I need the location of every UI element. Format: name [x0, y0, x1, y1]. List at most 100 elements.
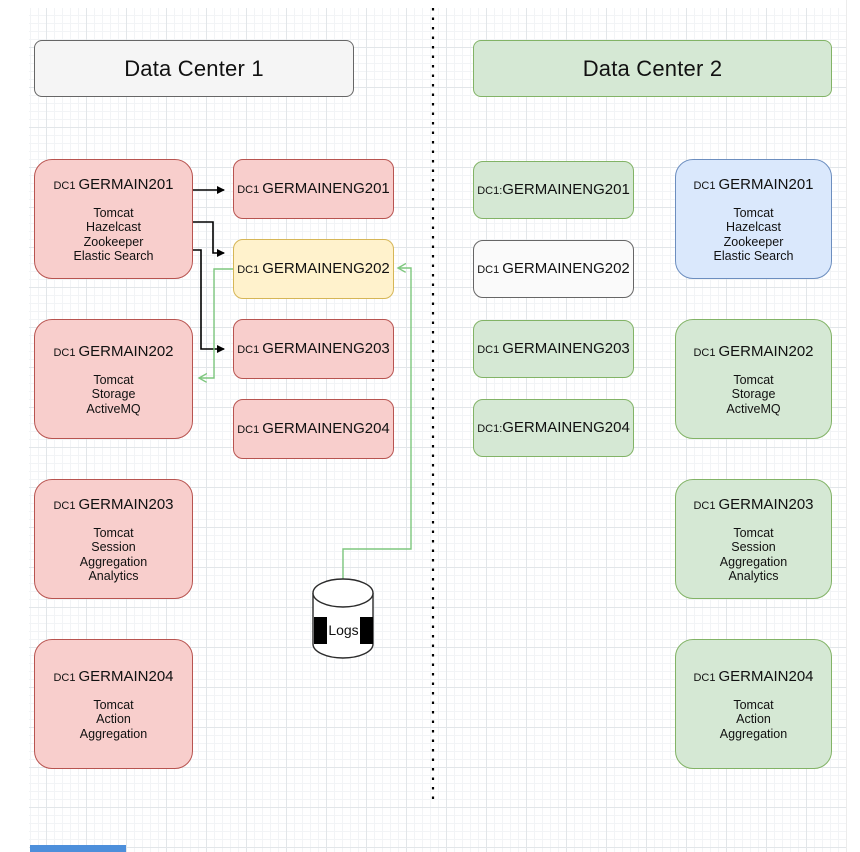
service-label: Aggregation [719, 554, 788, 569]
logs-label[interactable]: Logs [311, 616, 376, 644]
node-title: DC1:GERMAINENG204 [477, 418, 630, 439]
service-label: Tomcat [93, 372, 134, 387]
node-name: GERMAIN202 [718, 342, 814, 360]
service-label: Hazelcast [726, 220, 781, 234]
node-name: GERMAIN201 [718, 175, 814, 193]
page-margin-left [0, 0, 29, 852]
service-list: Tomcat Storage ActiveMQ [86, 373, 140, 417]
service-label: Tomcat [93, 525, 134, 540]
node-prefix: DC1 [237, 343, 260, 356]
service-label: Aggregation [719, 726, 788, 741]
service-label: Aggregation [79, 554, 148, 569]
service-label: Tomcat [733, 205, 774, 220]
connector-eng202-germain202[interactable] [200, 268, 233, 378]
service-label: Tomcat [733, 697, 774, 712]
header-data-center-2-label: Data Center 2 [582, 55, 723, 81]
service-label: Elastic Search [713, 249, 794, 263]
node-name: GERMAINENG204 [502, 418, 630, 436]
header-data-center-1[interactable]: Data Center 1 [34, 40, 354, 97]
node-name: GERMAINENG201 [502, 180, 630, 198]
service-label: ActiveMQ [86, 401, 141, 416]
node-prefix: DC1 [693, 179, 716, 192]
service-list: Tomcat Hazelcast Zookeeper Elastic Searc… [74, 206, 154, 264]
service-label: Elastic Search [73, 249, 154, 263]
service-label: Tomcat [93, 697, 134, 712]
service-label: Action [96, 712, 131, 727]
service-label: Tomcat [733, 372, 774, 387]
node-name: GERMAIN203 [718, 495, 814, 513]
service-label: Session [91, 540, 136, 554]
service-label: Storage [91, 387, 136, 402]
node-prefix: DC1 [53, 179, 76, 192]
service-label: Session [731, 540, 776, 554]
node-prefix: DC1: [477, 184, 503, 197]
node-name: GERMAINENG201 [262, 179, 390, 197]
logs-label-text: Logs [327, 616, 360, 644]
service-list: Tomcat Session Aggregation Analytics [720, 526, 787, 584]
service-label: Analytics [88, 569, 139, 583]
page-margin-right [846, 0, 860, 852]
service-label: Action [736, 712, 771, 727]
node-prefix: DC1 [237, 423, 260, 436]
service-list: Tomcat Action Aggregation [720, 698, 787, 742]
node-prefix: DC1 [477, 343, 500, 356]
node-prefix: DC1 [237, 263, 260, 276]
node-name: GERMAINENG202 [262, 259, 390, 277]
node-name: GERMAINENG203 [502, 339, 630, 357]
service-label: Aggregation [79, 726, 148, 741]
node-dc2-germaineng204[interactable]: DC1:GERMAINENG204 [473, 399, 634, 457]
node-prefix: DC1: [477, 422, 503, 435]
node-name: GERMAINENG204 [262, 419, 390, 437]
node-prefix: DC1 [693, 671, 716, 684]
service-label: ActiveMQ [726, 401, 781, 416]
node-dc2-germaineng201[interactable]: DC1:GERMAINENG201 [473, 161, 634, 219]
node-name: GERMAIN203 [78, 495, 174, 513]
page-margin-top [0, 0, 860, 8]
service-list: Tomcat Hazelcast Zookeeper Elastic Searc… [714, 206, 794, 264]
service-label: Tomcat [93, 205, 134, 220]
node-name: GERMAIN202 [78, 342, 174, 360]
node-prefix: DC1 [693, 499, 716, 512]
service-list: Tomcat Storage ActiveMQ [726, 373, 780, 417]
node-name: GERMAINENG203 [262, 339, 390, 357]
node-prefix: DC1 [53, 671, 76, 684]
connector-germain201-eng203[interactable] [193, 249, 225, 353]
node-name: GERMAIN204 [78, 667, 174, 685]
header-data-center-2[interactable]: Data Center 2 [473, 40, 832, 97]
service-label: Hazelcast [86, 220, 141, 234]
node-prefix: DC1 [693, 346, 716, 359]
service-label: Tomcat [733, 525, 774, 540]
partial-shape-bottom[interactable] [30, 845, 126, 852]
node-name: GERMAIN204 [718, 667, 814, 685]
service-label: Zookeeper [723, 234, 784, 249]
connector-germain201-eng202[interactable] [193, 221, 225, 257]
